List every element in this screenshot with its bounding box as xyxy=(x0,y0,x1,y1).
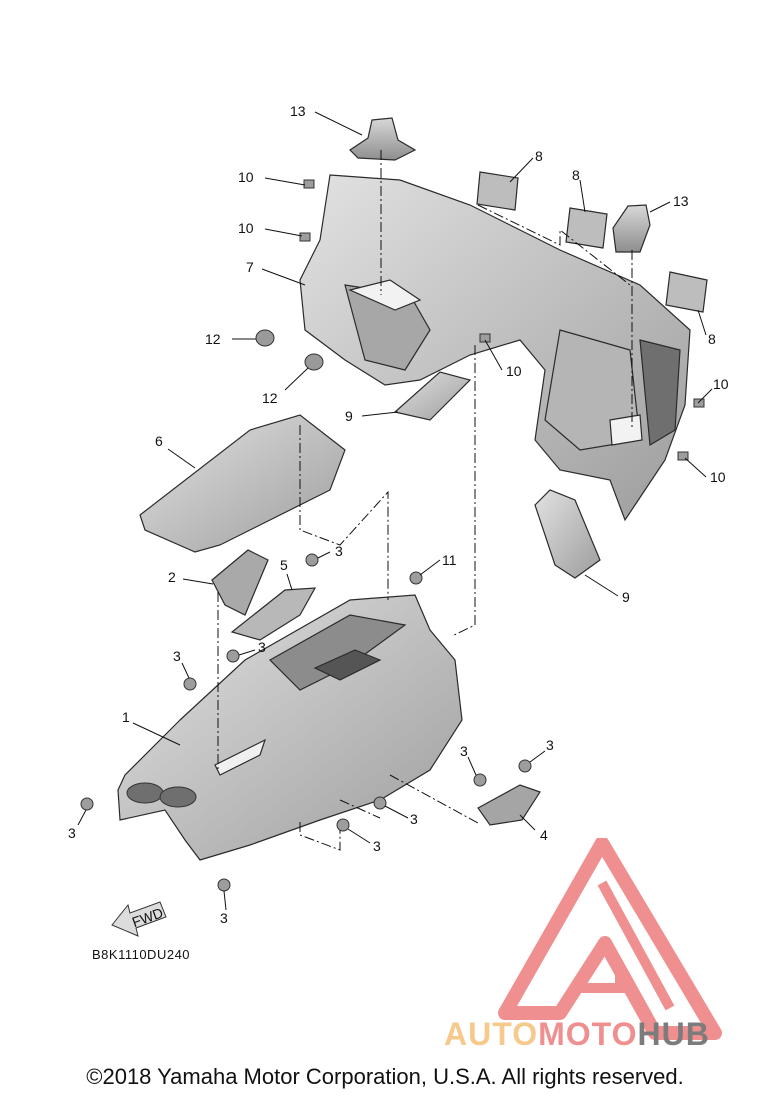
bracket-part xyxy=(211,549,269,616)
watermark-text: AUTOMOTOHUB xyxy=(444,1016,710,1052)
callout-labels: 13 8 10 8 13 10 7 12 12 10 8 9 10 10 6 3… xyxy=(68,103,729,926)
callout-12-a: 12 xyxy=(205,331,221,347)
callout-3-d: 3 xyxy=(460,743,468,759)
callout-9-b: 9 xyxy=(622,589,630,605)
callout-3-g: 3 xyxy=(410,811,418,827)
callout-3-e: 3 xyxy=(546,737,554,753)
diagram-code: B8K1110DU240 xyxy=(92,947,191,962)
callout-10-a: 10 xyxy=(238,169,254,185)
armrest-lid-part xyxy=(139,414,346,553)
callout-3-h: 3 xyxy=(373,838,381,854)
callout-7: 7 xyxy=(246,259,254,275)
callout-10-e: 10 xyxy=(710,469,726,485)
callout-12-b: 12 xyxy=(262,390,278,406)
assembly-lines xyxy=(217,150,633,851)
grommet-part-2 xyxy=(304,353,324,371)
duct-part-lower xyxy=(534,489,601,579)
callout-3-c: 3 xyxy=(173,648,181,664)
boot-part-left xyxy=(349,117,417,161)
duct-part-upper xyxy=(393,371,472,421)
callout-10-d: 10 xyxy=(713,376,729,392)
parts-diagram: 13 8 10 8 13 10 7 12 12 10 8 9 10 10 6 3… xyxy=(68,103,729,937)
callout-3-a: 3 xyxy=(335,543,343,559)
callout-8-a: 8 xyxy=(535,148,543,164)
cover-part-3 xyxy=(665,271,708,313)
callout-3-i: 3 xyxy=(220,910,228,926)
copyright-text: ©2018 Yamaha Motor Corporation, U.S.A. A… xyxy=(86,1064,684,1089)
boot-part-right xyxy=(612,204,651,253)
cover-part-2 xyxy=(565,207,608,249)
callout-8-c: 8 xyxy=(708,331,716,347)
watermark-logo-icon xyxy=(498,838,722,1040)
rear-panel-part xyxy=(299,174,691,522)
callout-3-b: 3 xyxy=(258,639,266,655)
fwd-label: FWD xyxy=(130,904,165,930)
callout-8-b: 8 xyxy=(572,167,580,183)
callout-10-b: 10 xyxy=(238,220,254,236)
callout-4: 4 xyxy=(540,827,548,843)
cover-part-1 xyxy=(476,171,519,211)
tray-part xyxy=(230,587,317,641)
grommet-part-1 xyxy=(255,329,275,347)
fwd-arrow-icon: FWD xyxy=(111,901,167,937)
callout-6: 6 xyxy=(155,433,163,449)
callout-10-c: 10 xyxy=(506,363,522,379)
fasteners xyxy=(80,179,705,892)
callout-5: 5 xyxy=(280,557,288,573)
callout-13-top: 13 xyxy=(290,103,306,119)
callout-9-a: 9 xyxy=(345,408,353,424)
callout-1: 1 xyxy=(122,709,130,725)
callout-3-f: 3 xyxy=(68,825,76,841)
mount-part xyxy=(477,784,541,826)
callout-11: 11 xyxy=(442,552,457,568)
callout-13-right: 13 xyxy=(673,193,689,209)
leader-lines xyxy=(77,111,713,911)
callout-2: 2 xyxy=(168,569,176,585)
center-console-part xyxy=(117,594,463,861)
